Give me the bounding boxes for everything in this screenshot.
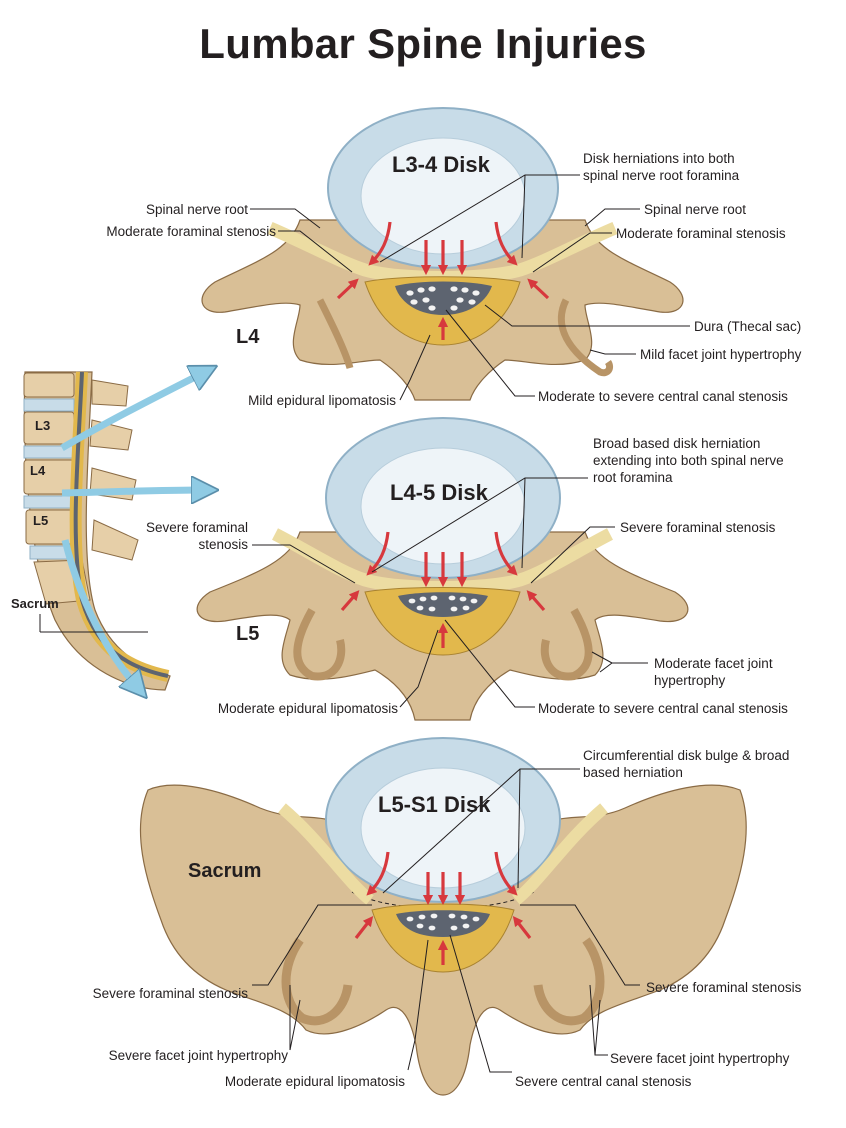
label-dura: Dura (Thecal sac) — [694, 319, 802, 334]
label-foraminal-right-1: Moderate foraminal stenosis — [616, 226, 786, 241]
label-foraminal-right-2: Severe foraminal stenosis — [620, 520, 776, 535]
panel-l5-s1 — [139, 737, 747, 1096]
level-label-l4: L4 — [236, 326, 260, 348]
label-lipomatosis-3: Moderate epidural lipomatosis — [224, 1074, 405, 1089]
label-herniation-3: Circumferential disk bulge & broad based… — [583, 748, 790, 780]
label-foraminal-right-3: Severe foraminal stenosis — [646, 980, 802, 995]
label-facet-right-3: Severe facet joint hypertrophy — [610, 1051, 790, 1066]
level-label-sacrum: Sacrum — [188, 860, 262, 882]
disk-label-l5-s1: L5-S1 Disk — [378, 792, 491, 817]
label-facet-1: Mild facet joint hypertrophy — [640, 347, 802, 362]
label-nerve-left-1: Spinal nerve root — [145, 202, 248, 217]
sagittal-label-l4: L4 — [30, 463, 46, 478]
disk-label-l3-4: L3-4 Disk — [392, 152, 490, 177]
label-herniation-2: Broad based disk herniation extending in… — [593, 436, 784, 485]
label-facet-2: Moderate facet joint hypertrophy — [654, 656, 773, 688]
label-central-1: Moderate to severe central canal stenosi… — [538, 389, 788, 404]
label-lipomatosis-1: Mild epidural lipomatosis — [248, 393, 396, 408]
page-title: Lumbar Spine Injuries — [199, 20, 647, 67]
level-arrows — [60, 372, 205, 688]
disk-label-l4-5: L4-5 Disk — [390, 480, 488, 505]
label-foraminal-left-1: Moderate foraminal stenosis — [106, 224, 276, 239]
sagittal-label-sacrum: Sacrum — [11, 596, 59, 611]
label-central-2: Moderate to severe central canal stenosi… — [538, 701, 788, 716]
label-herniation-1: Disk herniations into both spinal nerve … — [583, 151, 740, 183]
label-foraminal-left-2: Severe foraminal stenosis — [145, 520, 248, 552]
label-facet-left-3: Severe facet joint hypertrophy — [108, 1048, 288, 1063]
label-foraminal-left-3: Severe foraminal stenosis — [92, 986, 248, 1001]
leader-lines — [250, 174, 690, 1073]
label-central-3: Severe central canal stenosis — [515, 1074, 692, 1089]
sagittal-label-l3: L3 — [35, 418, 51, 433]
level-label-l5: L5 — [236, 623, 260, 645]
sagittal-label-l5: L5 — [33, 513, 49, 528]
panel-l4-5 — [196, 417, 689, 721]
label-nerve-right-1: Spinal nerve root — [644, 202, 747, 217]
panel-l3-4 — [201, 107, 684, 401]
label-lipomatosis-2: Moderate epidural lipomatosis — [217, 701, 398, 716]
